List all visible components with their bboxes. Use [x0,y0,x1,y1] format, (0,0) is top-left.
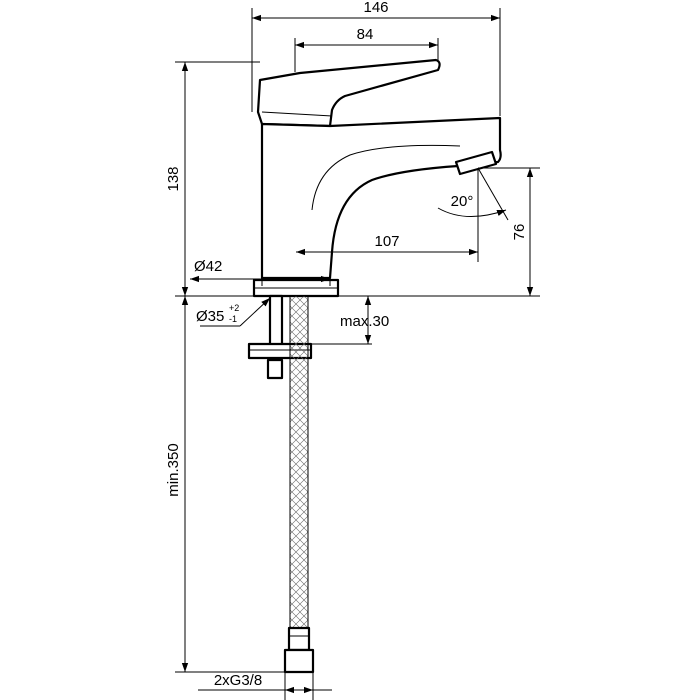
mounting-nut [266,358,284,380]
spout-angle-label: 20° [451,193,474,210]
body-diameter-label: Ø42 [194,258,222,275]
braided-hose [289,295,309,632]
hole-tolerance-plus: +2 [229,303,239,313]
faucet-body [252,58,502,298]
max-thickness-label: max.30 [340,313,389,330]
height-label: 138 [165,166,182,191]
hole-tolerance-minus: -1 [229,314,237,324]
lever-handle [256,58,441,128]
spout-reach-label: 107 [374,233,399,250]
aerator [454,150,498,176]
lever-length-label: 84 [357,26,374,43]
dimension-lines [175,8,540,700]
spout-body [260,116,502,280]
hose-connector-nut [283,648,315,674]
mounting-assembly [247,294,315,674]
connection-label: 2xG3/8 [214,672,262,689]
hose-ferrule [287,626,311,652]
hose-length-label: min.350 [165,443,182,496]
hole-diameter-label: Ø35 [196,308,224,325]
spout-height-label: 76 [511,224,528,241]
overall-width-label: 146 [363,0,388,16]
